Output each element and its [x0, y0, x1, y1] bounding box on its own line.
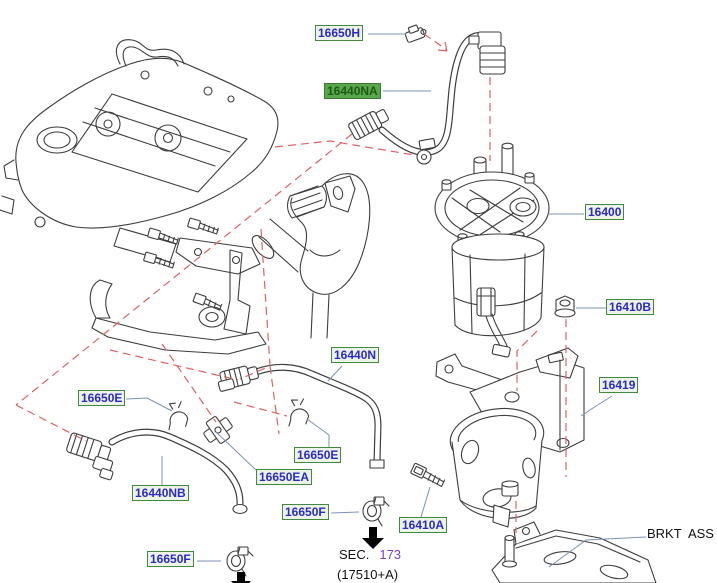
part-label-16440n[interactable]: 16440N [331, 347, 380, 363]
clamp-16650e-left-drawing [168, 401, 189, 431]
lower-bracket-drawing [491, 521, 657, 583]
part-label-16440nb[interactable]: 16440NB [132, 485, 189, 501]
bracket-assembly-text: BRKT ASS [647, 526, 714, 541]
part-label-16650e-right[interactable]: 16650E [294, 447, 342, 463]
clamp-16650f-mid-drawing [362, 496, 390, 527]
engine-bolt [187, 217, 219, 235]
section-number-link[interactable]: 173 [379, 547, 402, 562]
dashed-arrowhead [437, 41, 448, 52]
clamp-16650e-right-drawing [288, 398, 310, 427]
part-label-16410b[interactable]: 16410B [606, 299, 655, 315]
dashed-leader-lines [15, 33, 567, 533]
nut-drawing [554, 295, 576, 318]
part-label-16650f-mid[interactable]: 16650F [282, 504, 329, 520]
part-label-16650e-left[interactable]: 16650E [78, 390, 126, 406]
engine-bolt [192, 292, 223, 311]
fuel-hose-n-drawing [217, 363, 385, 469]
fuel-filter-drawing [434, 142, 550, 358]
part-label-16650h[interactable]: 16650H [315, 25, 364, 41]
section-code-text: (17510+A) [337, 567, 399, 582]
connector-16650ea-drawing [203, 416, 233, 444]
filter-bracket-drawing [435, 347, 585, 528]
section-prefix: SEC. [339, 547, 370, 562]
engine-bolt [143, 251, 175, 269]
section-arrow-down-clipped [231, 572, 251, 583]
part-label-16400[interactable]: 16400 [585, 204, 625, 220]
fuel-hose-na-drawing [348, 24, 506, 165]
clamp-16650h-drawing [404, 24, 427, 43]
bolt-16410a-drawing [410, 462, 446, 487]
clamp-16650f-bottom-drawing [226, 546, 254, 577]
part-label-16440na-highlighted[interactable]: 16440NA [324, 83, 381, 99]
part-label-16650f-bottom[interactable]: 16650F [147, 551, 194, 567]
engine-drawing [0, 39, 371, 355]
part-label-16650ea[interactable]: 16650EA [256, 469, 313, 485]
fuel-hose-nb-drawing [66, 428, 248, 515]
label-leader-lines [125, 33, 647, 568]
engine-bolt [147, 227, 179, 245]
part-label-16419[interactable]: 16419 [599, 377, 639, 393]
section-arrow-down [362, 527, 384, 549]
part-label-16410a[interactable]: 16410A [399, 517, 448, 533]
section-reference: SEC. 173 [339, 547, 401, 562]
